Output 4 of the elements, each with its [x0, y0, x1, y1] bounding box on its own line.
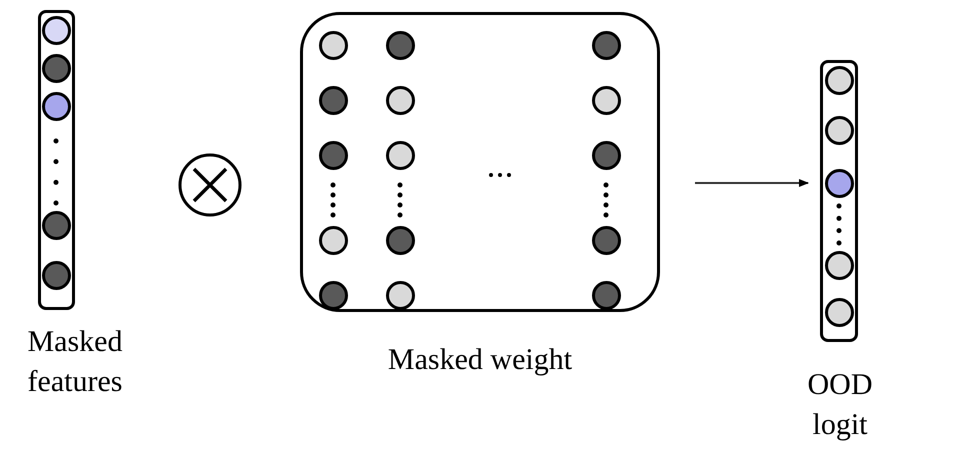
node-label: Masked features	[26, 324, 124, 400]
node-label: Masked weight	[386, 342, 574, 378]
arrow	[695, 179, 809, 187]
node-label: OOD logit	[806, 367, 874, 443]
